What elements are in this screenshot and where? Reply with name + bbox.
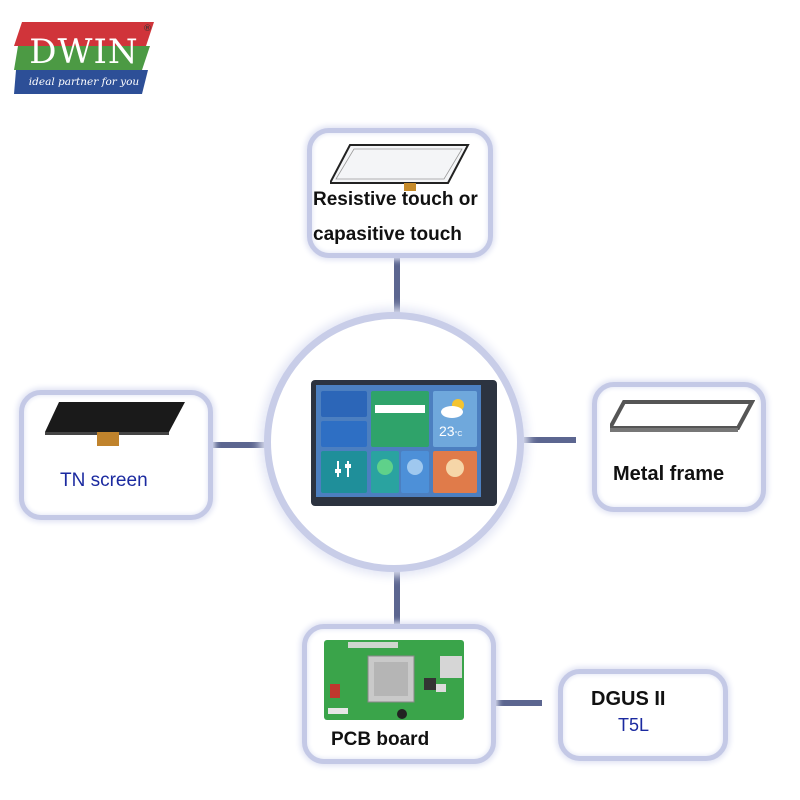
hmi-temperature-value: 23 (439, 423, 455, 439)
node-dgus-t5l (558, 669, 728, 761)
dgus-label: DGUS II (591, 688, 666, 710)
clock-icon (446, 459, 464, 477)
brand-name: DWIN (29, 32, 139, 72)
hmi-screen: 23°C (316, 385, 481, 497)
tn-screen-label: TN screen (60, 470, 148, 491)
pcb-board-label: PCB board (331, 729, 430, 750)
metal-frame-image (610, 400, 755, 432)
touch-panel-image (330, 144, 470, 191)
dwin-logo: DWIN ideal partner for you ® (14, 22, 154, 94)
hmi-tile-sliders (321, 451, 367, 493)
hmi-display-module: 23°C (311, 380, 497, 506)
hmi-tile-clock (433, 451, 477, 493)
pcb-board-image (324, 640, 464, 720)
hmi-tile-keyboard (371, 391, 429, 447)
hmi-temperature-unit: °C (454, 431, 463, 438)
registered-mark: ® (143, 24, 152, 34)
hmi-tile-wifi (401, 451, 429, 493)
brand-tagline: ideal partner for you (28, 76, 140, 88)
hmi-tile-music (371, 451, 399, 493)
weather-icon (441, 399, 464, 418)
t5l-label: T5L (618, 715, 650, 735)
dwin-logo-graphic (14, 22, 154, 94)
music-icon (377, 459, 393, 475)
hmi-temperature: 23°C (439, 423, 462, 439)
touch-panel-label-line1: Resistive touch or (313, 189, 478, 210)
hmi-tile-weather: 23°C (433, 391, 477, 447)
wifi-icon (407, 459, 423, 475)
tn-screen-image (45, 402, 185, 446)
sliders-icon (335, 461, 351, 477)
touch-panel-label-line2: capasitive touch (313, 224, 462, 245)
hmi-tile-info (321, 421, 367, 447)
hmi-tile-settings (321, 391, 367, 417)
metal-frame-label: Metal frame (613, 463, 725, 485)
